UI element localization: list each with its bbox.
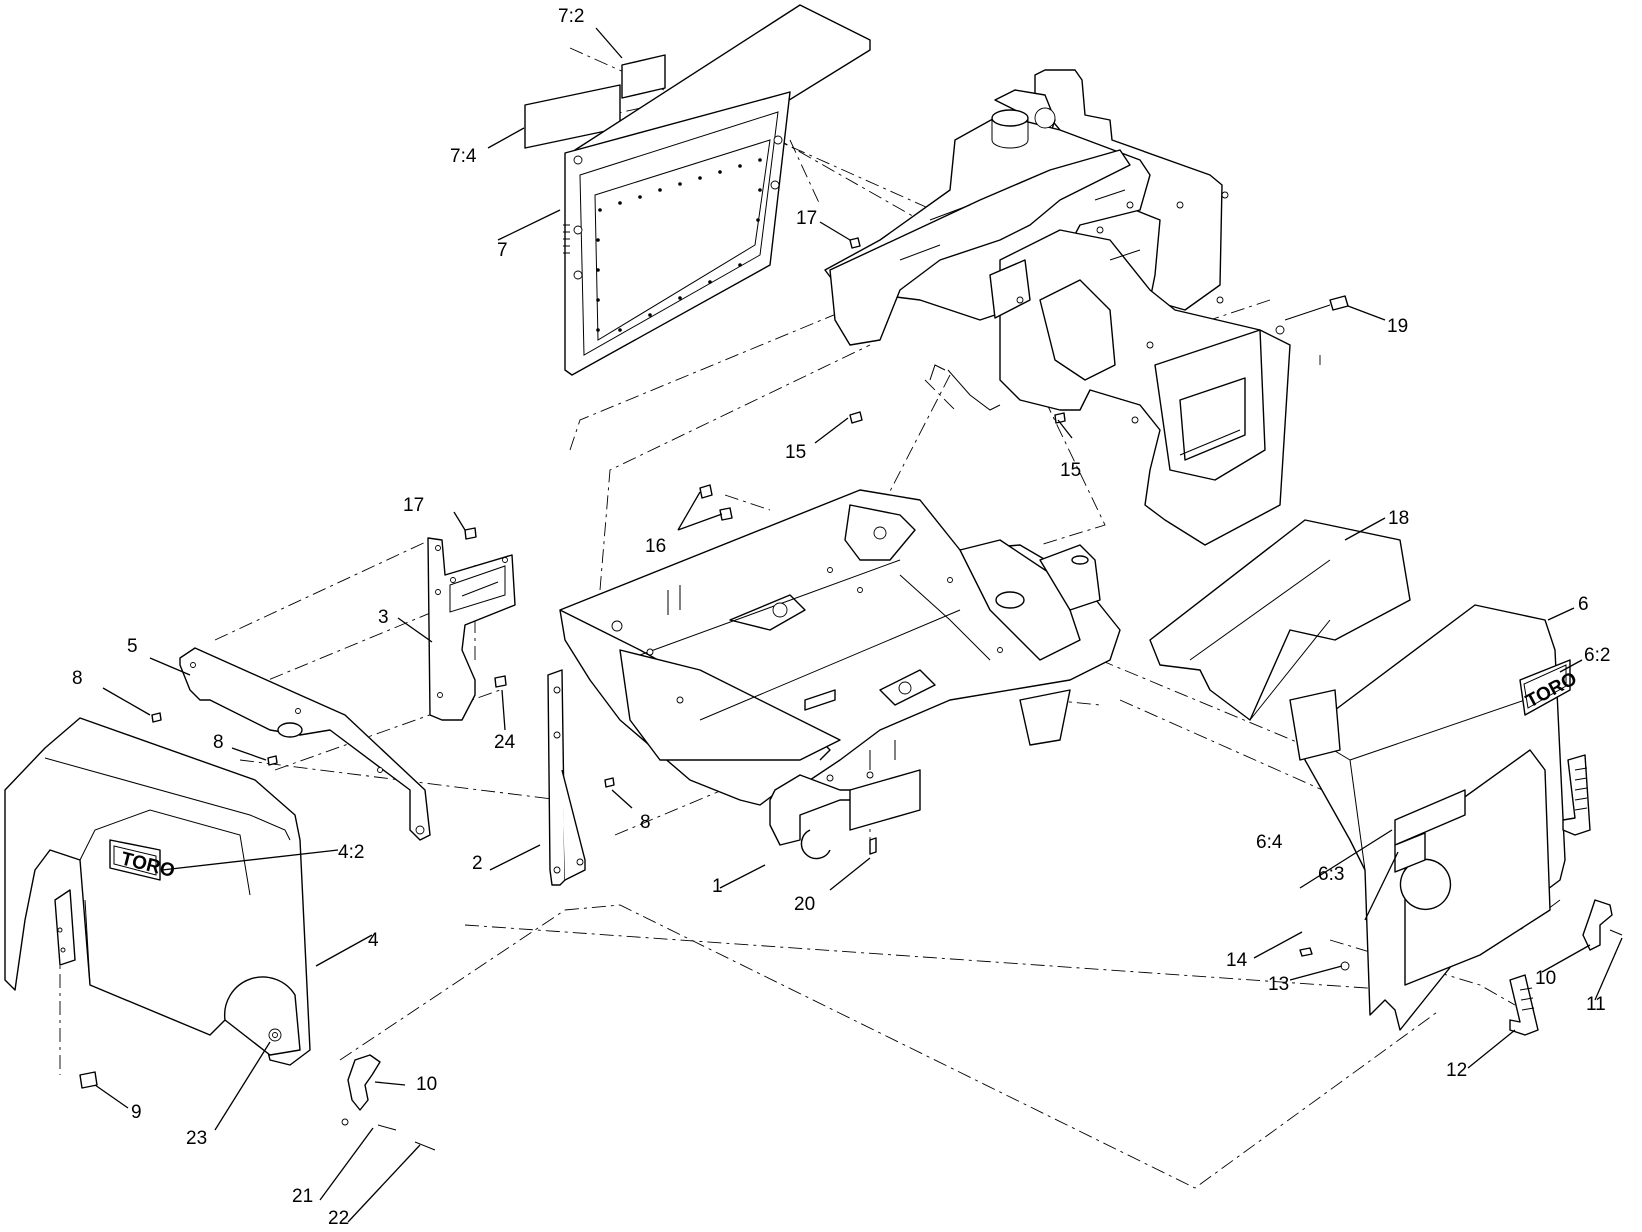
callout-17-upper: 17 bbox=[796, 208, 817, 229]
callout-6-2: 6:2 bbox=[1584, 645, 1610, 666]
leader-lines bbox=[94, 27, 1623, 1223]
callout-20: 20 bbox=[794, 894, 815, 915]
callout-24: 24 bbox=[494, 732, 516, 753]
callout-8-c: 8 bbox=[640, 812, 651, 833]
left-cover-4: TORO bbox=[4, 717, 311, 1066]
callout-7-2: 7:2 bbox=[558, 6, 584, 27]
base-chassis-1 bbox=[559, 489, 1121, 860]
callout-2: 2 bbox=[472, 853, 483, 874]
callout-6: 6 bbox=[1578, 594, 1589, 615]
callout-23: 23 bbox=[186, 1128, 207, 1149]
callout-17-lower: 17 bbox=[403, 495, 424, 516]
callout-6-3: 6:3 bbox=[1318, 864, 1344, 885]
callout-11: 11 bbox=[1586, 994, 1606, 1015]
callout-8-b: 8 bbox=[213, 732, 224, 753]
callout-22: 22 bbox=[328, 1208, 349, 1229]
callout-12: 12 bbox=[1446, 1060, 1467, 1081]
callout-8-a: 8 bbox=[72, 668, 83, 689]
callout-15-left: 15 bbox=[785, 442, 806, 463]
callout-4: 4 bbox=[368, 930, 379, 951]
callout-21: 21 bbox=[292, 1186, 313, 1207]
callout-1: 1 bbox=[712, 876, 723, 897]
callout-5: 5 bbox=[127, 636, 138, 657]
callout-15-right: 15 bbox=[1060, 460, 1081, 481]
callout-19: 19 bbox=[1387, 316, 1408, 337]
hood-panel-7 bbox=[563, 4, 871, 376]
callout-3: 3 bbox=[378, 607, 389, 628]
main-frame bbox=[824, 69, 1291, 546]
callout-9: 9 bbox=[131, 1102, 142, 1123]
decal-7-2 bbox=[621, 54, 666, 99]
right-cover-6: TORO bbox=[1289, 604, 1591, 1031]
callout-10-right: 10 bbox=[1535, 968, 1556, 989]
bracket-2 bbox=[547, 669, 586, 886]
callout-7: 7 bbox=[497, 240, 508, 261]
callout-10-left: 10 bbox=[416, 1074, 437, 1095]
shield-18 bbox=[1149, 519, 1411, 721]
callout-16: 16 bbox=[645, 536, 666, 557]
callout-13: 13 bbox=[1268, 974, 1289, 995]
callout-7-4: 7:4 bbox=[450, 146, 477, 167]
callout-labels: 7:2 7:4 7 17 17 16 15 15 19 18 6 6:2 6:4… bbox=[72, 6, 1610, 1229]
bracket-3 bbox=[427, 537, 516, 721]
callout-4-2: 4:2 bbox=[338, 842, 364, 863]
assembly-centerlines bbox=[59, 47, 1561, 1189]
bracket-5 bbox=[179, 647, 431, 841]
callout-18: 18 bbox=[1388, 508, 1409, 529]
callout-6-4: 6:4 bbox=[1256, 832, 1283, 853]
callout-14: 14 bbox=[1226, 950, 1248, 971]
